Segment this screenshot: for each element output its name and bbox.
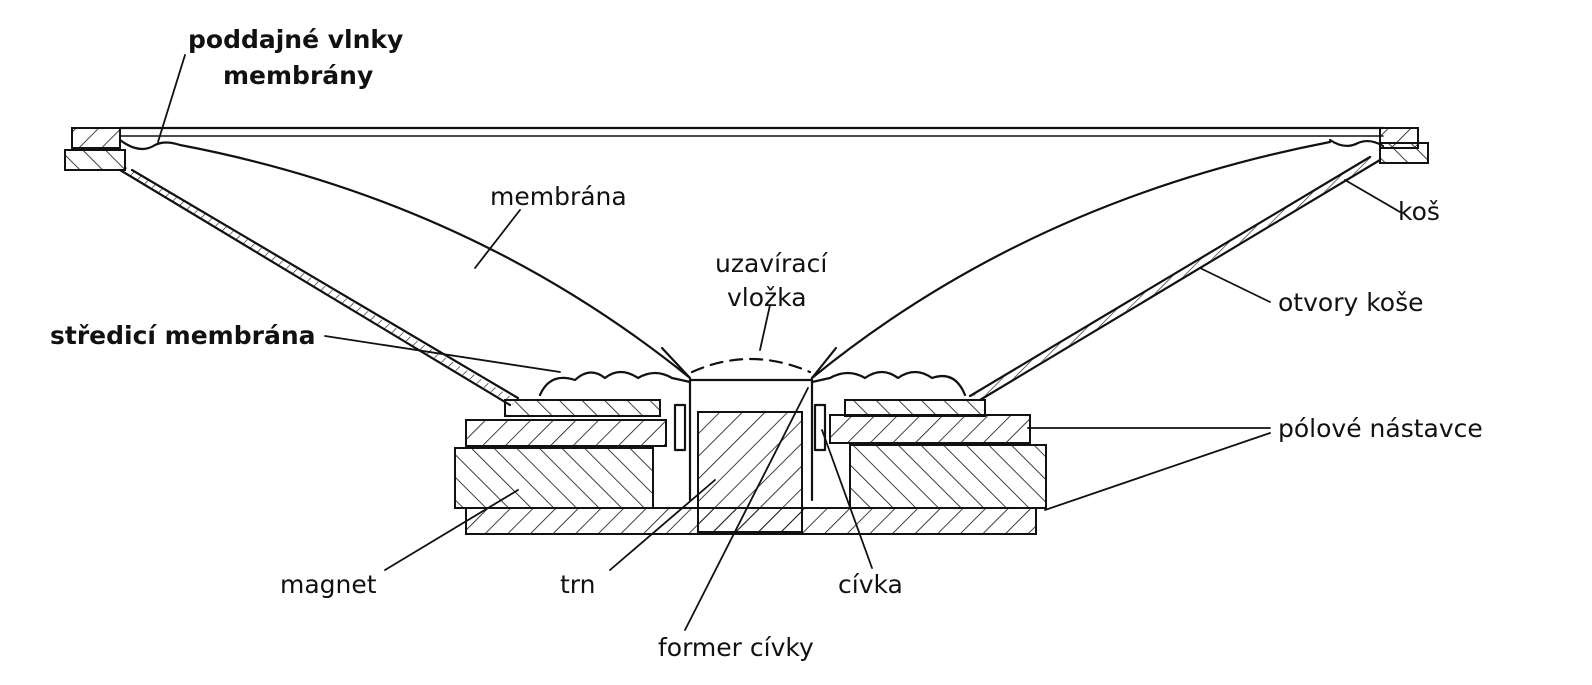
magnet-system [454,399,1047,535]
label-uzaviraci-2: vložka [727,283,807,312]
label-otvory-kose: otvory koše [1278,288,1424,317]
leader-lines [157,54,1401,631]
label-membrana: membrána [490,182,627,211]
leader-poddajne [157,54,186,143]
dust-cap [660,346,838,380]
cone-membrane [118,138,1385,380]
coil-left [673,403,687,452]
leader-former [684,387,809,631]
label-poddajne-vlnky-1: poddajné vlnky [188,25,403,54]
basket [118,155,1382,407]
pole-plate-right [829,414,1031,444]
voice-coil [673,378,827,502]
coil-right [813,403,827,452]
label-kos: koš [1398,197,1440,226]
spider [538,370,967,397]
leader-uzaviraci [759,304,771,351]
label-stredici-membrana: středicí membrána [50,321,316,350]
label-poddajne-vlnky-2: membrány [223,61,373,90]
pole-plate-left [465,419,667,447]
labels: poddajné vlnky membrány membrána uzavíra… [50,25,1483,662]
top-plate-left [504,399,661,417]
leader-trn [609,479,716,571]
leader-membrana [474,209,521,269]
label-magnet: magnet [280,570,377,599]
leader-magnet [384,489,519,571]
basket-rim [64,126,1429,171]
label-civka: cívka [838,570,903,599]
rim-block-right-lower [1379,142,1429,164]
leader-stredici [324,335,561,373]
leader-otvory [1199,267,1271,303]
magnet-ring-right [849,444,1047,509]
label-trn: trn [560,570,596,599]
leader-polove-2 [1044,432,1271,511]
label-polove-nastavce: pólové nástavce [1278,414,1483,443]
leader-kos [1344,179,1401,213]
magnet-ring-left [454,447,654,509]
label-former-civky: former cívky [658,633,814,662]
leader-civka [821,429,873,569]
label-uzaviraci-1: uzavírací [715,249,828,278]
rim-block-left-lower [64,149,126,171]
rim-block-left-upper [71,127,121,149]
top-plate-right [844,399,986,417]
